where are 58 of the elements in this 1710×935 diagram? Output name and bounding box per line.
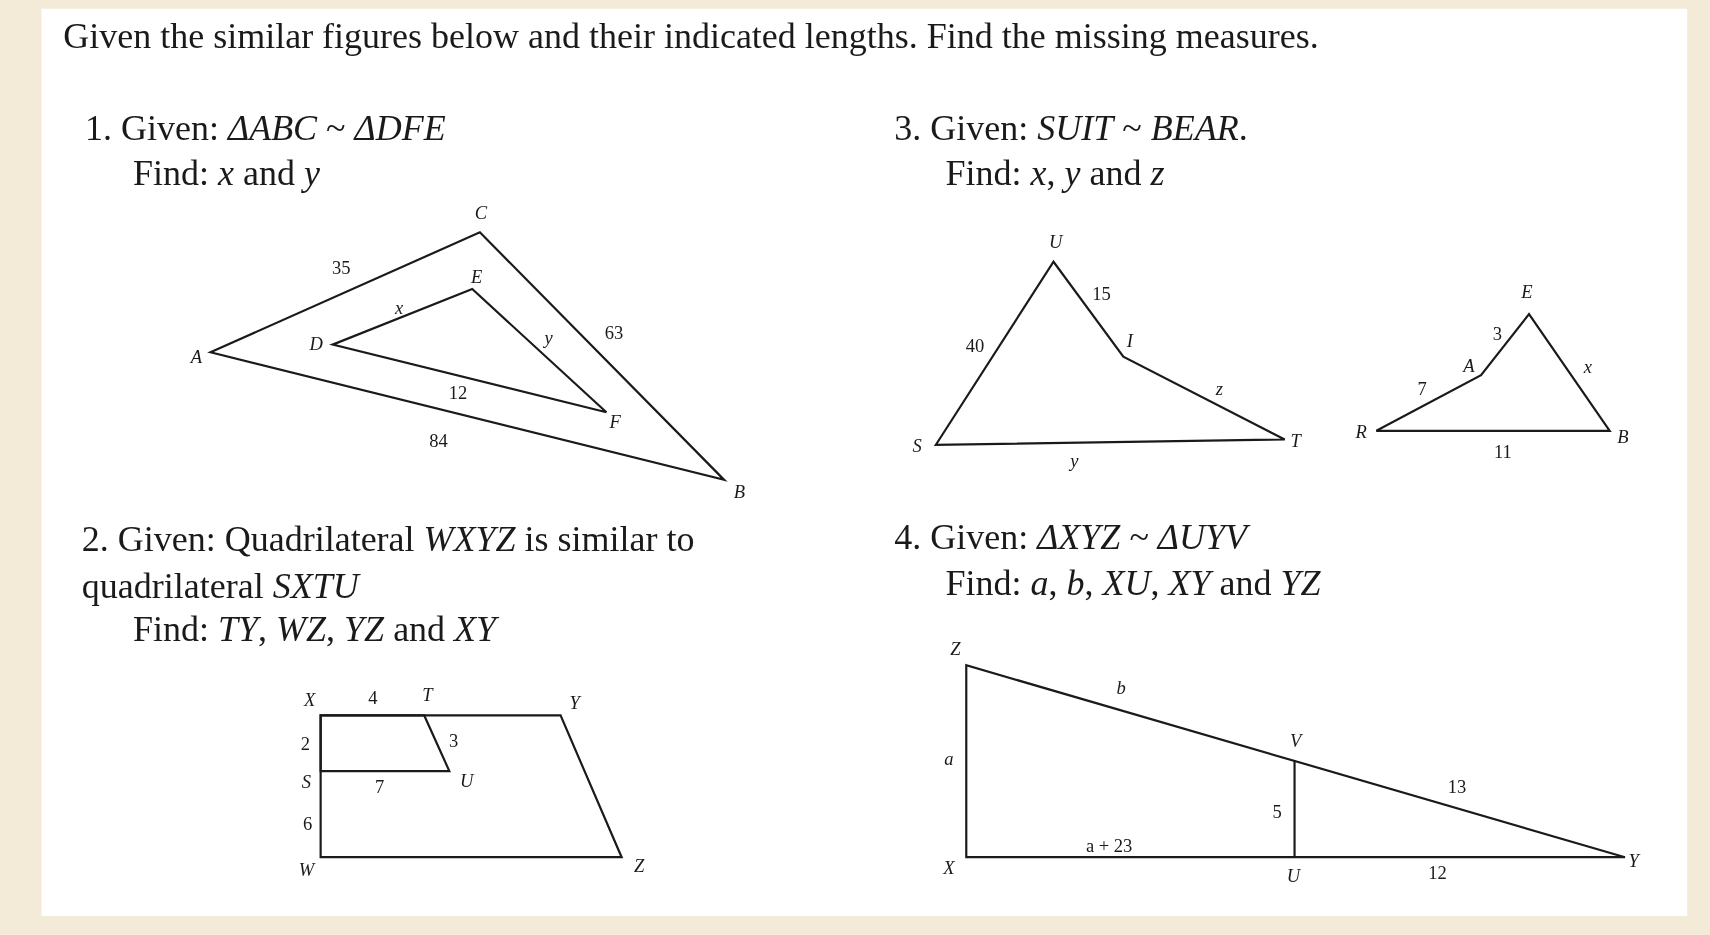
worksheet-title: Given the similar figures below and their indicated lengths. Find the missing measures. — [63, 15, 1320, 58]
length-label: 3 — [449, 730, 459, 753]
vertex-label: x — [395, 297, 404, 320]
length-label: 3 — [1492, 323, 1503, 346]
vertex-label: U — [460, 770, 474, 794]
vertex-label: Z — [950, 638, 961, 662]
vertex-label: Y — [569, 692, 580, 715]
problem-text: Find: x and y — [133, 152, 320, 196]
length-label: 5 — [1272, 801, 1282, 824]
length-label: 4 — [368, 687, 378, 711]
vertex-label: I — [1126, 330, 1133, 353]
vertex-label: Y — [1628, 850, 1639, 873]
vertex-label: W — [298, 859, 315, 882]
vertex-label: y — [544, 328, 553, 351]
vertex-label: A — [1463, 355, 1475, 378]
vertex-label: X — [943, 858, 955, 881]
length-label: 13 — [1447, 776, 1467, 799]
vertex-label: T — [1290, 430, 1301, 453]
problem-text: 1. Given: ΔABC ~ ΔDFE — [85, 106, 446, 150]
length-label: 15 — [1092, 283, 1111, 306]
problem-text: 3. Given: SUIT ~ BEAR. — [894, 106, 1248, 150]
vertex-label: S — [301, 771, 312, 795]
length-label: 11 — [1493, 441, 1512, 464]
length-label: 63 — [604, 322, 624, 345]
vertex-label: Z — [633, 855, 645, 879]
vertex-label: B — [733, 481, 746, 505]
length-label: 6 — [302, 813, 313, 836]
vertex-label: B — [1617, 426, 1629, 449]
vertex-label: C — [474, 202, 488, 225]
length-label: 2 — [300, 733, 310, 756]
vertex-label: S — [912, 436, 922, 459]
problem-text: Find: TY, WZ, YZ and XY — [133, 608, 497, 651]
length-label: 35 — [332, 257, 351, 280]
length-label: 7 — [1417, 378, 1427, 401]
length-label: 7 — [374, 776, 385, 799]
length-label: a + 23 — [1085, 835, 1133, 858]
problem-text: Find: a, b, XU, XY and YZ — [945, 562, 1321, 606]
length-label: 12 — [1428, 862, 1447, 885]
vertex-label: U — [1049, 232, 1063, 255]
vertex-label: z — [1215, 378, 1223, 401]
vertex-label: E — [470, 267, 483, 290]
length-label: 12 — [448, 382, 468, 405]
vertex-label: x — [1583, 356, 1593, 379]
length-label: 84 — [429, 430, 448, 453]
vertex-label: U — [1286, 865, 1301, 888]
vertex-label: E — [1521, 281, 1533, 304]
vertex-label: X — [304, 690, 316, 713]
vertex-label: T — [422, 684, 433, 707]
vertex-label: a — [944, 749, 954, 772]
vertex-label: R — [1355, 421, 1367, 445]
vertex-label: A — [190, 346, 202, 369]
vertex-label: F — [609, 412, 621, 435]
vertex-label: D — [309, 333, 323, 356]
length-label: 40 — [965, 335, 985, 358]
problem-text: Find: x, y and z — [945, 152, 1165, 196]
vertex-label: b — [1116, 678, 1126, 701]
vertex-label: y — [1070, 450, 1079, 473]
vertex-label: V — [1289, 730, 1302, 753]
